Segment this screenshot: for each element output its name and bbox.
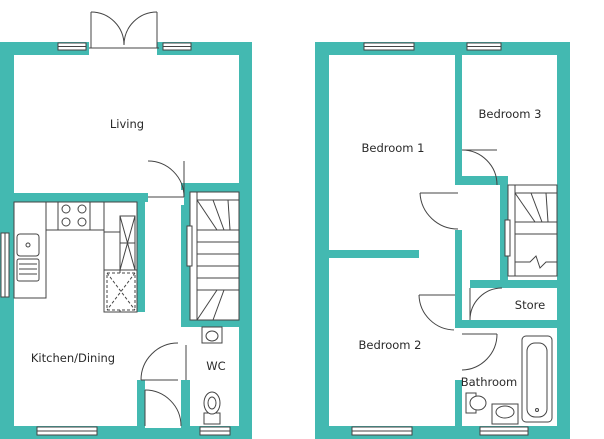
toilet-icon [203,391,221,425]
fridge-freezer-icon [119,215,136,271]
room-label-bedroom-1: Bedroom 1 [362,141,425,155]
room-label-bedroom-2: Bedroom 2 [359,338,422,352]
bedroom2-window [351,426,413,436]
bathroom-toilet-icon [465,392,487,414]
room-label-store: Store [515,298,545,312]
living-window-left [57,42,87,51]
kitchen-window-side [0,232,10,298]
bedroom3-window [466,42,502,51]
kitchen-door[interactable] [136,312,179,381]
room-label-living: Living [110,117,144,131]
bathroom-window [479,426,529,436]
first-floor-internal-walls [329,55,557,426]
oven-icon [106,272,136,311]
ground-floor-plan: Living Kitchen/Dining WC [0,11,252,439]
bedroom2-door[interactable] [418,249,456,331]
store-door[interactable] [469,279,503,321]
bathroom-basin-icon [491,403,519,425]
ground-floor-staircase [186,191,240,321]
bedroom1-window [363,42,415,51]
ground-floor-internal-walls [14,183,239,426]
room-label-kitchen-dining: Kitchen/Dining [31,351,115,365]
room-label-wc: WC [206,359,225,373]
kitchen-window-bottom [36,426,98,436]
bath-icon [521,335,553,423]
first-floor-staircase [504,184,558,277]
wc-basin-icon [201,326,223,344]
french-doors[interactable] [89,11,159,49]
living-door[interactable] [147,160,185,198]
bedroom1-door[interactable] [419,185,463,230]
bathroom-door[interactable] [454,328,498,380]
room-label-bathroom: Bathroom [461,375,517,389]
wc-window-bottom [199,426,231,436]
first-floor-plan: Bedroom 1 Bedroom 3 Bedroom 2 Store Bath… [315,42,570,439]
sink-icon [16,233,40,282]
wc-door[interactable] [180,327,191,380]
hob-icon [57,201,91,231]
living-window-right [162,42,192,51]
bedroom3-door[interactable] [461,149,498,186]
room-label-bedroom-3: Bedroom 3 [479,107,542,121]
entrance-door[interactable] [144,382,182,428]
